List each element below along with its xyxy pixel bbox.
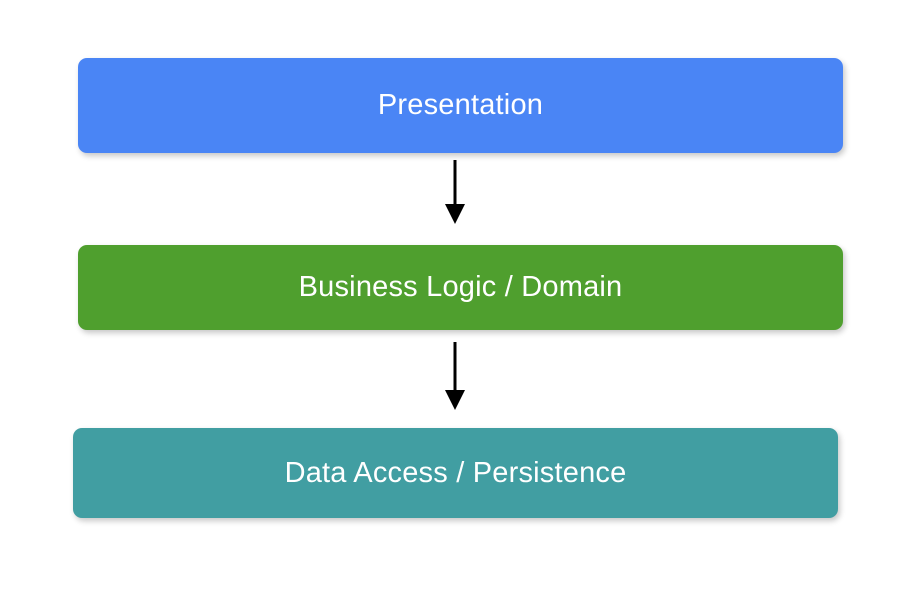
arrow-business-to-data [445,342,465,410]
arrow-head-icon [445,390,465,410]
layer-label-data-access: Data Access / Persistence [284,456,627,489]
layer-box-business-logic[interactable]: Business Logic / Domain [78,245,843,330]
layer-label-presentation: Presentation [377,89,544,121]
layer-box-data-access[interactable]: Data Access / Persistence [73,428,838,518]
layer-box-presentation[interactable]: Presentation [78,58,843,153]
arrow-presentation-to-business [445,160,465,224]
layer-label-business-logic: Business Logic / Domain [298,271,623,303]
arrow-head-icon [445,204,465,224]
